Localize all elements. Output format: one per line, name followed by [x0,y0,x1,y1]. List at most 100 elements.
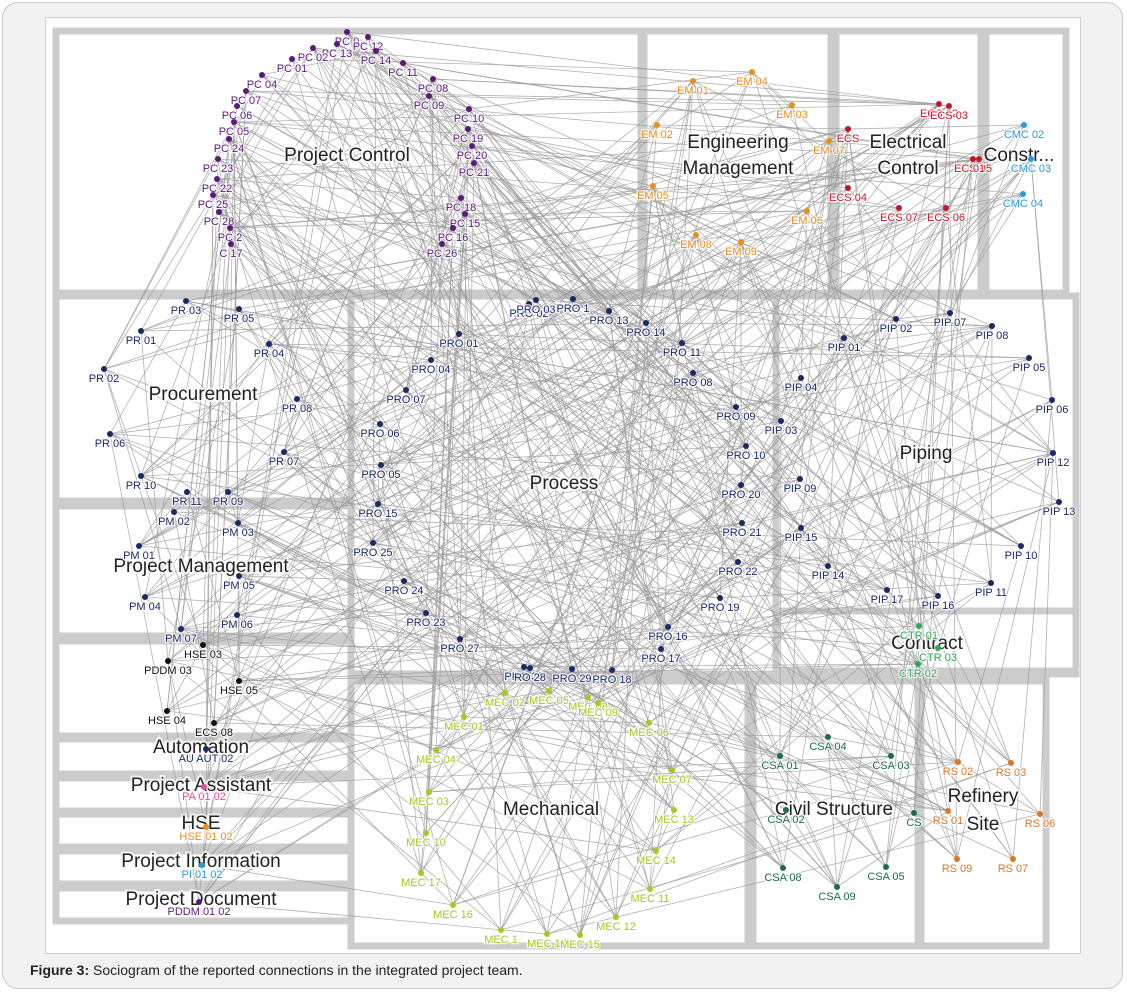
node-em-06: EM 06 [790,208,824,228]
edge [425,227,454,834]
node-dot [654,122,660,128]
edge [735,406,919,665]
node-csa-09: CSA 09 [817,884,857,904]
node-cmc-02: CMC 02 [1003,122,1045,142]
node-label: CTR 03 [919,652,957,664]
node-pddm-01-02: PDDM 01 02 [166,899,232,919]
edge [103,185,654,370]
node-rs-09: RS 09 [940,856,974,876]
node-mec-14: MEC 14 [635,848,677,868]
node-dot [164,708,170,714]
edge [144,359,432,598]
edge [230,243,887,868]
node-dot [142,594,148,600]
edge [535,299,650,724]
node-pro-07: PRO 07 [385,387,427,407]
node-label: PC 11 [388,67,418,79]
node-label: MEC 07 [652,774,692,786]
edge [367,36,1041,815]
node-dot [138,328,144,334]
node-dot [1049,397,1055,403]
node-dot [936,101,942,107]
node-dot [647,886,653,892]
node-dot [845,185,851,191]
node-dot [266,341,272,347]
edge [528,303,742,486]
edge [180,628,437,751]
edge [140,71,753,477]
node-dot [606,308,612,314]
node-dot [228,241,234,247]
node-ecs-08: ECS 08 [194,720,234,740]
edge [185,158,980,302]
node-pip-12: PIP 12 [1035,450,1071,470]
node-dot [613,914,619,920]
edge [312,47,897,320]
edge [144,193,1024,598]
node-dot [935,645,941,651]
node-label: PIP 16 [922,600,955,612]
node-pro-14: PRO 14 [625,320,667,340]
node-dot [502,690,508,696]
node-dot [461,714,467,720]
edge [377,145,473,505]
edge [180,628,1041,815]
edge [458,333,1030,359]
node-dot [789,102,795,108]
node-dot [947,310,953,316]
edge [740,193,1024,243]
edge [504,158,1032,694]
node-em-02: EM 02 [640,122,674,142]
partition-6 [772,292,1080,678]
node-label: PIP 12 [1037,457,1070,469]
edge [218,211,407,391]
edge [227,333,460,493]
node-label: CMC 04 [1003,198,1043,210]
edge [201,103,940,866]
node-label: RS 09 [942,863,973,875]
node-label: PC 08 [418,83,449,95]
node-dot [945,808,951,814]
edge [460,197,502,931]
edge [800,527,958,860]
edge [140,445,747,477]
edge [895,318,920,627]
node-pro-24: PRO 24 [383,578,425,598]
node-dot [825,563,831,569]
edge [205,194,214,828]
edge [719,241,742,599]
node-dot [915,661,921,667]
edge [205,162,475,750]
node-dot [585,694,591,700]
edge [238,308,381,425]
node-dot [970,156,976,162]
node-label: CSA 09 [818,891,855,903]
node-label: RO 28 [514,672,546,684]
edge [917,105,950,665]
node-dot [210,192,216,198]
node-label: PRO 19 [700,602,739,614]
edge [546,813,1041,935]
edge [268,145,473,345]
edge [463,162,475,718]
edge [441,243,650,724]
node-dot [893,316,899,322]
edge [535,299,993,327]
edge [205,692,506,750]
node-label: ECS [837,133,860,145]
node-pr-07: PR 07 [267,449,301,469]
node-label: PC 20 [457,150,488,162]
edge [843,193,1024,339]
node-pc-20: PC 20 [455,143,489,163]
node-label: PRO 21 [722,527,761,539]
edge [283,451,949,812]
node-label: CSA 01 [761,760,798,772]
edge [740,445,747,486]
node-dot [203,824,209,830]
node-dot [1018,543,1024,549]
node-dot [743,443,749,449]
node-dot [178,626,184,632]
node-pip-03: PIP 03 [763,418,799,438]
edge [201,864,454,906]
